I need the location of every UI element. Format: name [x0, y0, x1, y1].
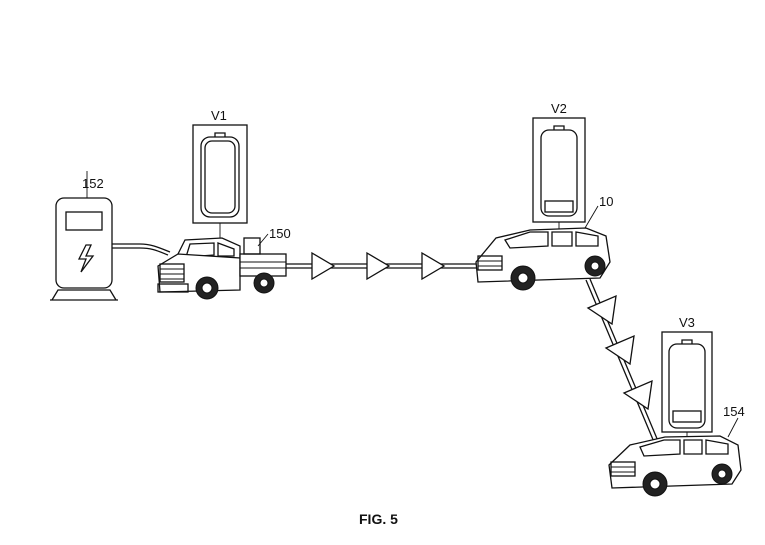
battery-icon-v1	[192, 124, 248, 240]
pickup-truck-icon	[157, 233, 287, 300]
relay-arrow-icon	[366, 251, 391, 281]
relay-arrow-icon	[622, 379, 653, 411]
battery-icon-v3	[661, 331, 713, 440]
suv-icon-10	[475, 205, 611, 291]
relay-arrow-icon	[421, 251, 446, 281]
battery-icon-v2	[532, 117, 586, 232]
relay-arrow-icon	[586, 294, 617, 326]
relay-arrow-icon	[604, 334, 635, 366]
relay-link-v1-v2	[286, 251, 480, 281]
relay-arrow-icon	[311, 251, 336, 281]
label-v3: V3	[679, 315, 695, 330]
label-150: 150	[269, 226, 291, 241]
leader-line-154	[727, 417, 739, 438]
label-v1: V1	[211, 108, 227, 123]
label-10: 10	[599, 194, 613, 209]
battery-v2-charge	[544, 200, 574, 213]
lightning-bolt-icon	[77, 244, 95, 273]
leader-line-150	[257, 233, 269, 247]
charging-station-icon	[50, 171, 171, 301]
battery-v3-charge	[672, 410, 702, 423]
suv-icon-154	[608, 417, 742, 497]
figure-caption: FIG. 5	[359, 511, 398, 527]
label-154: 154	[723, 404, 745, 419]
relay-link-v2-v3	[585, 278, 659, 443]
label-152: 152	[82, 176, 104, 191]
label-v2: V2	[551, 101, 567, 116]
leader-line-10	[584, 205, 599, 229]
